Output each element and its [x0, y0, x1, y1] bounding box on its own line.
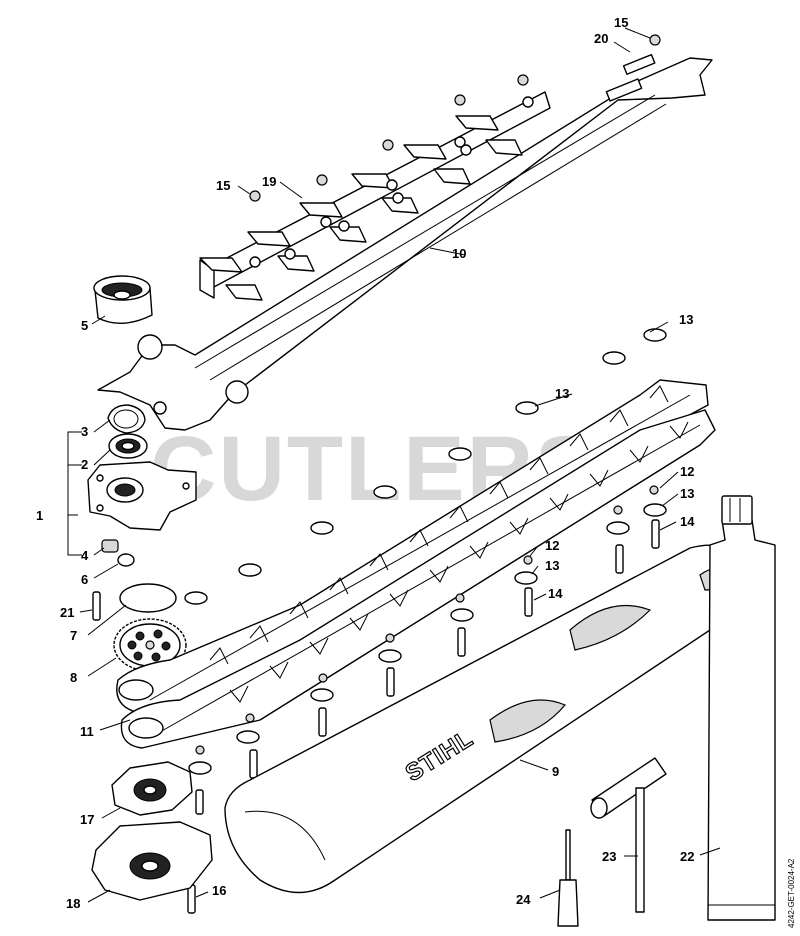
callout-13-b: 13 — [555, 386, 569, 401]
callout-23: 23 — [602, 849, 616, 864]
screwdriver-24 — [557, 829, 579, 927]
callout-13-d: 13 — [545, 558, 559, 573]
disc-7 — [119, 583, 177, 613]
callout-9: 9 — [552, 764, 559, 779]
lower-blades — [116, 379, 716, 749]
callout-12-b: 12 — [545, 538, 559, 553]
circlip-6 — [117, 553, 135, 567]
callout-24: 24 — [516, 892, 531, 907]
callout-7: 7 — [70, 628, 77, 643]
callout-2: 2 — [81, 457, 88, 472]
leader-lines — [67, 27, 721, 903]
callout-11: 11 — [80, 724, 94, 739]
callout-17: 17 — [80, 812, 94, 827]
box-wrench-23 — [590, 757, 667, 913]
callout-1: 1 — [36, 508, 43, 523]
drawing-code: 4242-GET-0024-A2 — [787, 858, 796, 928]
callout-labels: 15 20 15 19 10 5 13 13 3 2 1 4 6 21 7 8 … — [36, 15, 695, 911]
callout-13-a: 13 — [679, 312, 693, 327]
bearing-4 — [101, 539, 119, 553]
screw-set — [92, 519, 660, 914]
callout-14-b: 14 — [548, 586, 563, 601]
callout-3: 3 — [81, 424, 88, 439]
callout-13-c: 13 — [680, 486, 694, 501]
grease-tube-22 — [707, 495, 776, 921]
callout-8: 8 — [70, 670, 77, 685]
nut-set-upper — [249, 34, 661, 202]
callout-21: 21 — [60, 605, 74, 620]
nut-set-12 — [195, 485, 659, 755]
callout-15-top: 15 — [614, 15, 628, 30]
callout-22: 22 — [680, 849, 694, 864]
callout-18: 18 — [66, 896, 80, 911]
washer-set-13 — [184, 328, 667, 775]
callout-12-a: 12 — [680, 464, 694, 479]
cover-18 — [91, 821, 213, 901]
gear-housing — [87, 461, 197, 531]
circlip-3 — [107, 404, 146, 434]
bearing-2 — [108, 433, 148, 459]
callout-10: 10 — [452, 246, 466, 261]
cutter-bar-guide — [97, 53, 713, 431]
callout-19: 19 — [262, 174, 276, 189]
upper-blade — [199, 91, 551, 301]
callout-6: 6 — [81, 572, 88, 587]
callout-20: 20 — [594, 31, 608, 46]
cover-17 — [111, 761, 193, 816]
callout-16: 16 — [212, 883, 226, 898]
blade-scabbard: STIHL — [224, 544, 755, 894]
callout-14-a: 14 — [680, 514, 695, 529]
callout-15-left: 15 — [216, 178, 230, 193]
drive-cup — [93, 275, 153, 324]
callout-4: 4 — [81, 548, 89, 563]
callout-5: 5 — [81, 318, 88, 333]
